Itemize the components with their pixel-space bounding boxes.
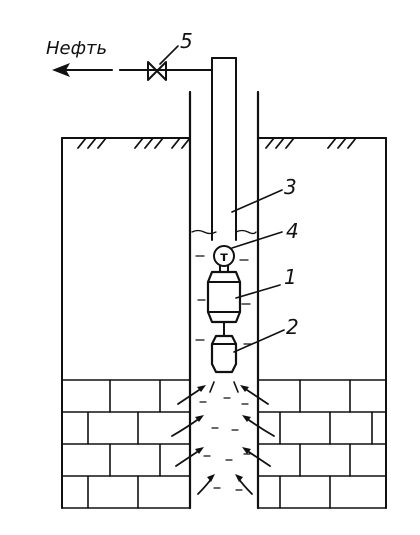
callout-3: 3	[284, 175, 297, 199]
motor-callout-line	[235, 284, 281, 299]
centrifugal-pump	[210, 334, 238, 374]
fluid-level	[191, 229, 257, 345]
cable-entry: т	[213, 245, 235, 267]
cable-entry-glyph: т	[220, 250, 228, 265]
formation-fluid-dashes	[199, 397, 251, 491]
cable-callout-line	[231, 231, 283, 249]
callout-1: 1	[284, 265, 297, 289]
callout-2: 2	[286, 315, 299, 339]
callout-4: 4	[286, 219, 299, 243]
pump-callout-line	[233, 329, 285, 353]
ground-surface	[61, 137, 387, 149]
oil-flow-arrow-icon	[52, 63, 113, 77]
callout-5: 5	[180, 29, 193, 53]
oil-flow-label: Нефть	[46, 38, 107, 59]
oil-bearing-formation	[61, 379, 387, 509]
submersible-motor	[206, 265, 242, 324]
inflow-arrows	[171, 381, 275, 495]
tubing-callout-line	[231, 189, 283, 213]
gate-valve-icon	[147, 61, 167, 81]
valve-callout-line	[159, 45, 179, 65]
